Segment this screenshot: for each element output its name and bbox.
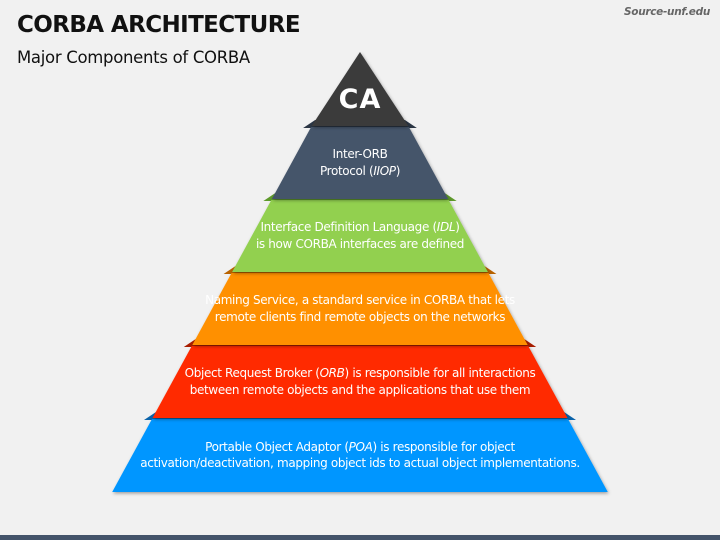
footer-bar	[0, 535, 720, 540]
page-title: CORBA ARCHITECTURE	[17, 12, 301, 38]
layer-orb	[152, 346, 568, 418]
layer-orb-text: Object Request Broker (ORB) is responsib…	[185, 365, 536, 398]
layer-poa-text: Portable Object Adaptor (POA) is respons…	[140, 439, 580, 472]
layer-idl-line: Interface Definition Language (IDL)	[260, 220, 460, 234]
layer-idl-line: is how CORBA interfaces are defined	[255, 236, 465, 251]
layer-naming-service-line: Naming Service, a standard service in CO…	[205, 293, 515, 307]
layer-naming-service-text: Naming Service, a standard service in CO…	[205, 292, 515, 325]
layer-orb-line: Object Request Broker (ORB) is responsib…	[184, 366, 536, 380]
source-credit: Source-unf.edu	[624, 6, 710, 18]
layer-iiop-line: Inter-ORB	[332, 147, 388, 161]
layer-poa-line: Portable Object Adaptor (POA) is respons…	[205, 439, 515, 454]
layer-iiop	[271, 127, 449, 199]
layer-idl-text: Interface Definition Language (IDL) is ho…	[256, 219, 464, 252]
layer-iiop-line: Protocol (IIOP)	[319, 163, 401, 178]
layer-iiop-text: Inter-ORB Protocol (IIOP)	[320, 146, 400, 179]
layer-naming-service	[192, 273, 528, 345]
page-subtitle: Major Components of CORBA	[17, 48, 250, 67]
layer-apex	[311, 52, 409, 126]
layer-idl	[232, 200, 488, 272]
layer-poa-line: activation/deactivation, mapping object …	[140, 456, 580, 470]
layer-poa	[112, 419, 608, 492]
layer-orb-line: between remote objects and the applicati…	[189, 382, 531, 397]
layer-naming-service-line: remote clients find remote objects on th…	[214, 309, 506, 324]
apex-label: CA	[338, 84, 382, 115]
